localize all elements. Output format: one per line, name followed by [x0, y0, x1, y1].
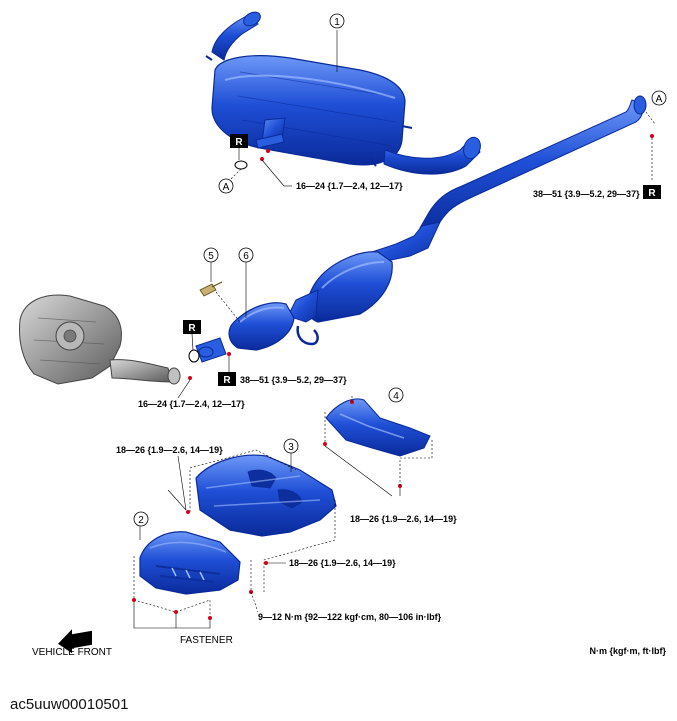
bolt-marker: [650, 134, 654, 138]
fastener-label: FASTENER: [180, 635, 233, 646]
units-label: N·m {kgf·m, ft·lbf}: [590, 646, 667, 656]
callout-1: 1: [329, 13, 345, 72]
under-cover-2: [139, 531, 241, 595]
torque-rear-pipe: 38—51 {3.9—5.2, 29—37}: [533, 189, 640, 199]
torque-cover4: 18—26 {1.9—2.6, 14—19}: [350, 514, 457, 524]
svg-text:R: R: [235, 137, 243, 148]
svg-text:R: R: [648, 188, 656, 199]
bolt-marker: [188, 376, 192, 380]
svg-text:A: A: [656, 94, 663, 105]
bolt-marker: [227, 352, 231, 356]
callout-a-muffler: A: [218, 178, 234, 194]
bolt-marker: [260, 157, 264, 161]
callout-6: 6: [238, 247, 254, 318]
torque-cover3-bottom: 18—26 {1.9—2.6, 14—19}: [289, 558, 396, 568]
front-gasket: [188, 349, 200, 363]
o2-sensor-part: [199, 281, 223, 297]
r-marker: R: [183, 320, 201, 334]
svg-text:3: 3: [288, 442, 294, 453]
vehicle-front-label: VEHICLE FRONT: [32, 647, 112, 658]
bolt-marker: [186, 510, 190, 514]
torque-muffler-flange: 16—24 {1.7—2.4, 12—17}: [296, 181, 403, 191]
svg-text:R: R: [188, 323, 196, 334]
callout-5: 5: [203, 247, 219, 263]
arrow-left-icon: [58, 629, 92, 654]
figure-id: ac5uuw00010501: [10, 696, 129, 713]
r-marker: R: [218, 372, 236, 386]
under-cover-4: [325, 398, 431, 457]
callout-a-pipe: A: [651, 90, 667, 106]
callout-4: 4: [388, 387, 404, 403]
torque-cover3-left: 18—26 {1.9—2.6, 14—19}: [116, 445, 223, 455]
callout-3: 3: [283, 438, 299, 472]
exhaust-pipe-part: [195, 95, 647, 363]
svg-text:2: 2: [138, 515, 144, 526]
bolt-marker: [264, 561, 268, 565]
torque-manifold-flange: 16—24 {1.7—2.4, 12—17}: [138, 399, 245, 409]
r-marker: R: [230, 134, 248, 148]
svg-text:6: 6: [243, 251, 249, 262]
bolt-marker: [132, 598, 136, 602]
svg-text:5: 5: [208, 251, 214, 262]
under-cover-3: [195, 454, 337, 537]
svg-text:A: A: [223, 182, 230, 193]
svg-text:R: R: [223, 375, 231, 386]
muffler-part: [205, 11, 481, 175]
r-marker: R: [643, 185, 661, 199]
torque-cat-flange: 38—51 {3.9—5.2, 29—37}: [240, 375, 347, 385]
muffler-gasket: [234, 160, 248, 170]
bolt-marker: [266, 149, 270, 153]
bolt-marker: [174, 610, 178, 614]
bolt-marker: [323, 442, 327, 446]
bolt-marker: [208, 616, 212, 620]
callout-2: 2: [133, 511, 149, 527]
engine-turbo-part: [19, 294, 181, 385]
torque-cover2: 9—12 N·m {92—122 kgf·cm, 80—106 in·lbf}: [258, 612, 442, 622]
svg-text:4: 4: [393, 391, 399, 402]
svg-text:1: 1: [334, 17, 340, 28]
